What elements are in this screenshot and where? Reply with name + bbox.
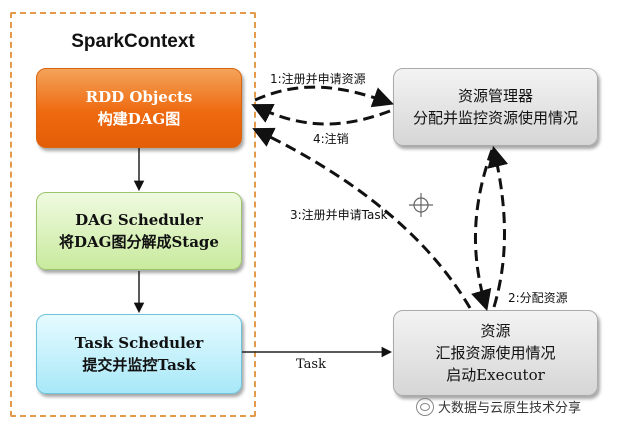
edge-label-allocate: 2:分配资源: [508, 291, 568, 305]
arrow-register-task: [252, 127, 472, 309]
arrow-unregister: [251, 103, 391, 126]
rdd-objects-desc: 构建DAG图: [97, 110, 181, 128]
resource-executor: 启动Executor: [446, 366, 545, 384]
resource-box: 资源 汇报资源使用情况 启动Executor: [393, 310, 598, 396]
task-scheduler-box: Task Scheduler 提交并监控Task: [36, 314, 242, 394]
container-title: SparkContext: [71, 31, 195, 52]
resource-desc: 汇报资源使用情况: [435, 344, 556, 362]
resource-manager-desc: 分配并监控资源使用情况: [412, 109, 578, 127]
sparkcontext-container: SparkContext: [10, 12, 256, 417]
watermark: 大数据与云原生技术分享: [416, 397, 581, 416]
arrow-allocate-up: [487, 145, 509, 308]
dag-scheduler-desc: 将DAG图分解成Stage: [59, 233, 219, 251]
dag-scheduler-box: DAG Scheduler 将DAG图分解成Stage: [36, 192, 242, 270]
dag-scheduler-title: DAG Scheduler: [75, 211, 203, 229]
task-scheduler-desc: 提交并监控Task: [82, 356, 196, 374]
resource-manager-box: 资源管理器 分配并监控资源使用情况: [393, 68, 598, 146]
crosshair-icon: [409, 193, 433, 217]
arrow-allocate-down: [471, 149, 494, 312]
edge-label-task: Task: [296, 357, 326, 372]
rdd-objects-title: RDD Objects: [85, 88, 193, 106]
edge-label-register-task: 3:注册并申请Task: [290, 208, 388, 222]
arrow-register: [254, 85, 394, 108]
resource-manager-title: 资源管理器: [457, 87, 533, 105]
edge-label-unregister: 4:注销: [313, 132, 349, 146]
watermark-text: 大数据与云原生技术分享: [438, 401, 582, 416]
wechat-icon: [416, 397, 434, 416]
resource-title: 资源: [480, 322, 511, 340]
task-scheduler-title: Task Scheduler: [74, 334, 204, 352]
rdd-objects-box: RDD Objects 构建DAG图: [36, 68, 242, 148]
edge-label-register: 1:注册并申请资源: [270, 72, 366, 86]
